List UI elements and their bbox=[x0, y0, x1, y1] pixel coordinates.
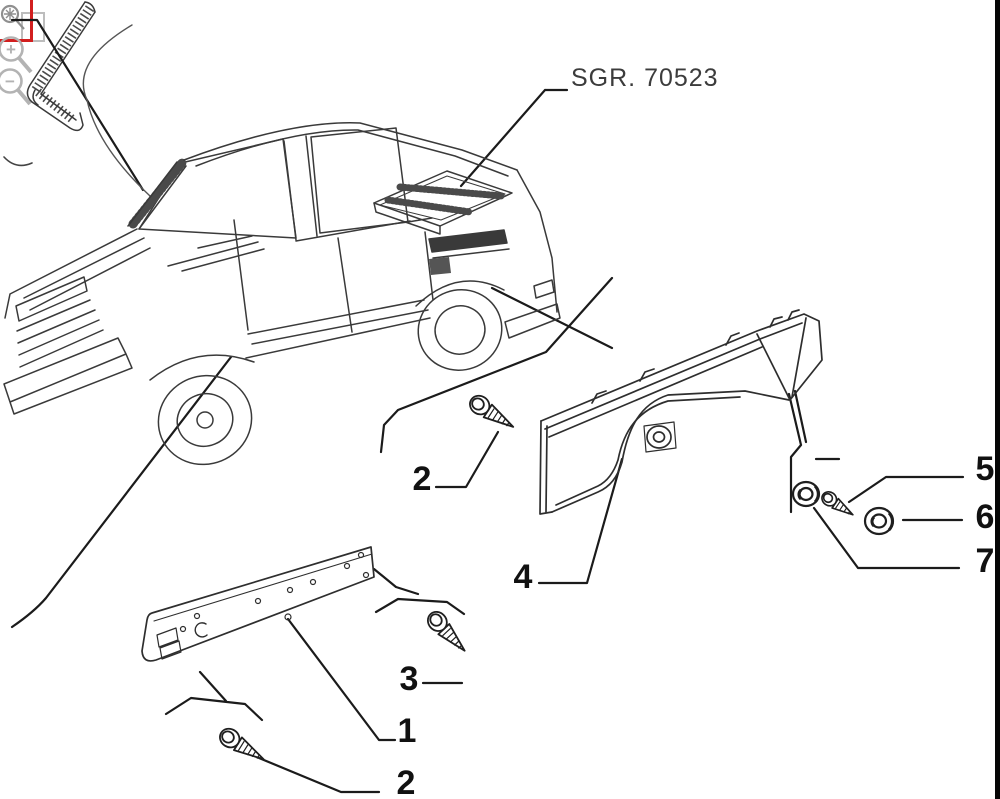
callout-7[interactable]: 7 bbox=[975, 542, 995, 580]
moulding-part-1 bbox=[141, 546, 375, 662]
pillar-trim-part bbox=[26, 1, 96, 132]
magnifier-tool-icon[interactable] bbox=[0, 0, 60, 120]
group-code-label[interactable]: SGR. 70523 bbox=[571, 64, 719, 92]
callout-5[interactable]: 5 bbox=[975, 450, 995, 488]
screw-2-lower bbox=[219, 727, 265, 761]
zoom-buttons: + − bbox=[0, 36, 33, 106]
car-illustration bbox=[3, 122, 561, 466]
leader-lines bbox=[3, 18, 965, 794]
zoom-in-glyph: + bbox=[6, 40, 16, 59]
grommet-6 bbox=[863, 506, 895, 536]
zoom-out-glyph: − bbox=[5, 72, 15, 91]
callout-3[interactable]: 3 bbox=[399, 660, 419, 698]
window-edge-bar bbox=[995, 0, 1000, 799]
moulding-part-4 bbox=[539, 309, 823, 515]
vent-grille bbox=[373, 170, 513, 235]
grommet-7 bbox=[791, 480, 821, 508]
callout-6[interactable]: 6 bbox=[975, 498, 995, 536]
screw-5 bbox=[821, 491, 854, 516]
callout-2-upper[interactable]: 2 bbox=[412, 460, 432, 498]
zoom-out-button[interactable] bbox=[0, 68, 32, 106]
screw-3 bbox=[426, 611, 466, 652]
callout-4[interactable]: 4 bbox=[513, 558, 533, 596]
zoom-in-button[interactable] bbox=[0, 36, 33, 74]
callout-2-lower[interactable]: 2 bbox=[396, 764, 416, 799]
screw-2-upper bbox=[469, 394, 515, 428]
callout-1[interactable]: 1 bbox=[397, 712, 417, 750]
